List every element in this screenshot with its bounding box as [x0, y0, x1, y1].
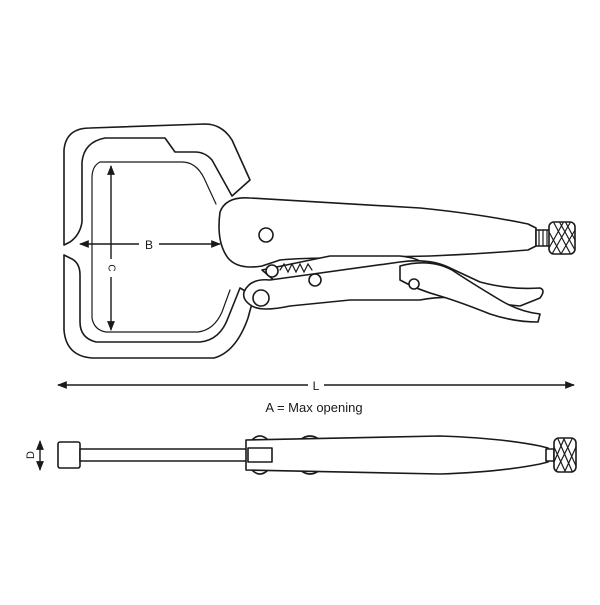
c-jaw-lower [63, 254, 255, 359]
jaw-inner-frame [91, 161, 231, 333]
pivot-rivet-mid [308, 273, 322, 287]
spring-rivet [265, 264, 279, 278]
top-handle-body [245, 435, 549, 475]
side-view: B C [63, 123, 576, 359]
c-jaw-outer [63, 123, 251, 246]
caption-max-opening: A = Max opening [265, 400, 362, 415]
dimension-b-label: B [145, 238, 153, 252]
pivot-rivet-lower [252, 289, 270, 307]
length-dimension: L A = Max opening [57, 377, 575, 415]
spring [279, 262, 313, 274]
dimension-b-label-bg [139, 236, 159, 252]
top-jaw-bar [79, 448, 251, 462]
dimension-c-label-bg [104, 259, 118, 277]
adjustment-screw [535, 221, 576, 255]
dimension-c-label: C [105, 264, 116, 271]
top-adjustment-screw [545, 437, 577, 473]
top-view: D [25, 435, 577, 475]
top-jaw-end [57, 441, 81, 469]
pivot-rivet-top [258, 227, 274, 243]
dimension-d-label: D [25, 451, 37, 459]
upper-handle [218, 196, 537, 268]
dimension-l-label: L [313, 379, 320, 393]
release-rivet [408, 278, 420, 290]
top-jaw-joint [247, 447, 273, 463]
dimension-l-label-bg [308, 377, 324, 393]
release-lever [399, 262, 541, 323]
